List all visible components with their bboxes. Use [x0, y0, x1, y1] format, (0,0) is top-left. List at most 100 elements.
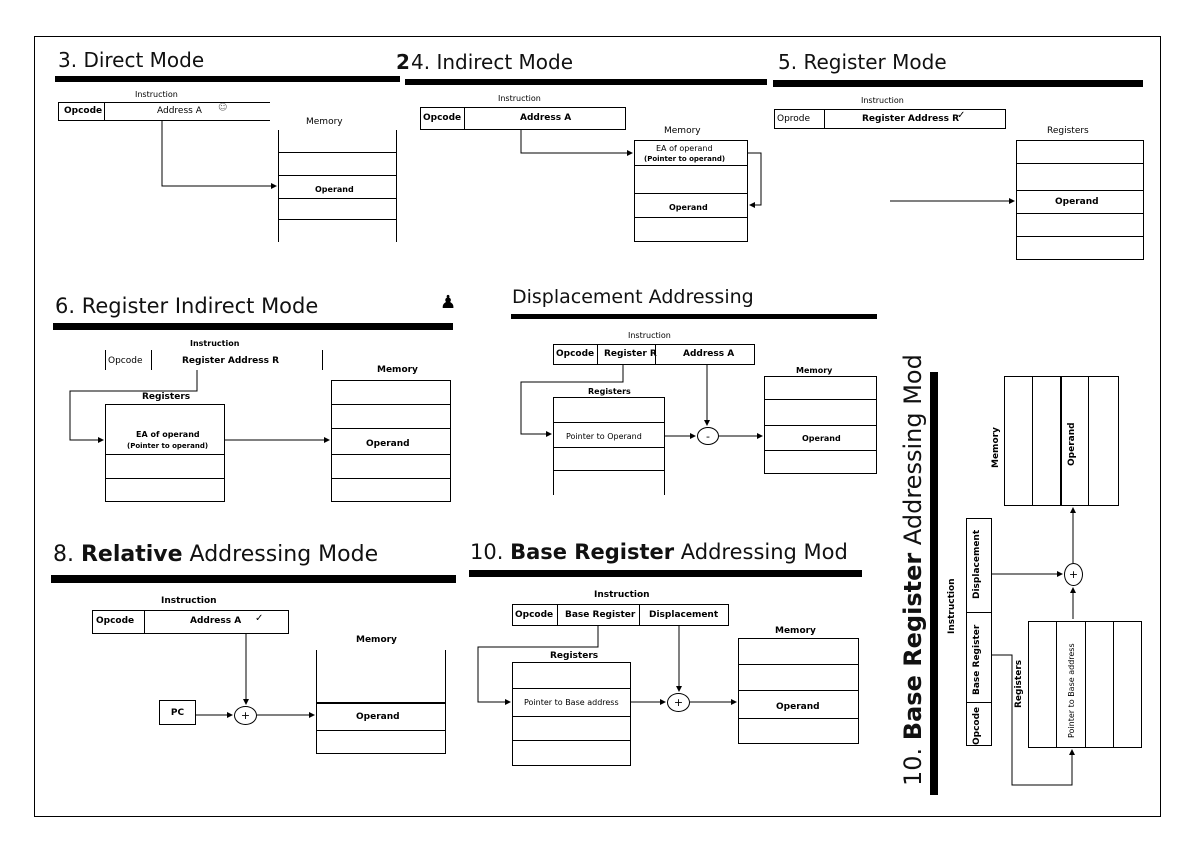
rel-operand-bottom — [316, 730, 445, 731]
direct-memory-line-2 — [278, 175, 396, 176]
register-instruction-label: Instruction — [861, 96, 904, 105]
base-vert-adder-icon: + — [1064, 563, 1083, 586]
rel-instruction-label: Instruction — [161, 596, 217, 606]
direct-operand-cell: Operand — [315, 185, 354, 194]
direct-address-field: Address A — [157, 106, 202, 116]
base-reg-line-2 — [512, 716, 631, 717]
disp-registers-label: Registers — [588, 387, 631, 396]
direct-memory-left — [278, 130, 279, 242]
reg-ind-operand-cell: Operand — [366, 439, 410, 449]
base-mem-line-1 — [738, 664, 859, 665]
relative-title: 8. Relative Addressing Mode — [53, 544, 378, 566]
base-vert-instruction-divider-2 — [966, 702, 992, 703]
disp-reg-line-2 — [553, 447, 664, 448]
indirect-address-field: Address A — [520, 113, 572, 123]
base-vert-mem-line-3 — [1088, 376, 1089, 506]
reg-ind-reg-line-1 — [105, 454, 225, 455]
register-reg-line-1 — [1016, 163, 1144, 164]
register-instruction-box — [774, 109, 1006, 129]
base-vert-displacement-field: Displacement — [972, 529, 982, 599]
direct-instruction-bottom — [58, 120, 270, 121]
relative-title-num: 8. — [53, 542, 81, 567]
disp-adder-icon: - — [697, 427, 719, 445]
direct-memory-line-1 — [278, 152, 396, 153]
base-registers-box — [512, 662, 631, 766]
reg-ind-mem-line-3 — [331, 454, 451, 455]
base-instruction-divider-2 — [639, 604, 640, 626]
base-memory-label: Memory — [775, 626, 816, 636]
disp-reg-top — [553, 397, 664, 398]
base-title-bold: Base Register — [510, 540, 675, 564]
base-vertical-title: 10. Base Register Addressing Mod — [899, 354, 927, 786]
disp-operand-cell: Operand — [802, 434, 841, 443]
direct-memory-line-4 — [278, 219, 396, 220]
register-reg-line-3 — [1016, 213, 1144, 214]
disp-mem-line-1 — [764, 399, 877, 400]
reg-ind-instruction-right — [322, 350, 323, 370]
base-vert-reg-line-3 — [1113, 621, 1114, 748]
base-vert-reg-line-1 — [1056, 621, 1057, 748]
register-registers-label: Registers — [1047, 126, 1089, 136]
base-vert-title-rest: Addressing Mod — [899, 354, 927, 553]
reg-ind-pointer-label: (Pointer to operand) — [127, 442, 209, 450]
base-mem-line-3 — [738, 718, 859, 719]
reg-ind-mem-line-2 — [331, 428, 451, 429]
reg-ind-instruction-left — [105, 350, 106, 370]
rel-memory-label: Memory — [356, 635, 397, 645]
reg-ind-memory-box — [331, 380, 451, 502]
indirect-instruction-label: Instruction — [498, 94, 541, 103]
indirect-operand-cell: Operand — [669, 203, 708, 212]
indirect-slide-number-fragment: 2 — [396, 50, 410, 74]
base-mem-line-2 — [738, 690, 859, 691]
base-vert-instruction-divider-1 — [966, 612, 992, 613]
base-adder-icon: + — [667, 693, 690, 712]
displacement-title-underline — [511, 314, 877, 319]
base-registers-label: Registers — [550, 651, 599, 661]
disp-instruction-divider-1 — [597, 344, 598, 365]
base-vert-register-field: Base Register — [972, 624, 982, 695]
direct-title-underline — [55, 76, 400, 82]
base-pointer-cell: Pointer to Base address — [524, 698, 619, 707]
disp-memory-label: Memory — [796, 366, 833, 375]
rel-opcode-field: Opcode — [96, 616, 135, 626]
rel-address-field: Address A — [190, 616, 242, 626]
base-vert-reg-line-2 — [1085, 621, 1086, 748]
base-vert-instruction-box — [966, 518, 992, 746]
rel-pc-box: PC — [159, 700, 196, 725]
base-vert-mem-line-2 — [1060, 376, 1062, 506]
disp-address-field: Address A — [683, 349, 735, 359]
register-registers-box — [1016, 140, 1144, 260]
base-memory-box — [738, 638, 859, 744]
disp-register-field: Register R — [604, 349, 657, 359]
disp-pointer-cell: Pointer to Operand — [566, 432, 642, 441]
base-instruction-label: Instruction — [594, 590, 650, 600]
base-vert-instruction-label: Instruction — [947, 578, 957, 634]
direct-memory-label: Memory — [306, 117, 343, 127]
direct-instruction-label: Instruction — [135, 90, 178, 99]
disp-instruction-label: Instruction — [628, 331, 671, 340]
indirect-opcode-field: Opcode — [423, 113, 462, 123]
indirect-memory-box — [634, 140, 748, 242]
reg-ind-registers-label: Registers — [142, 392, 191, 402]
indirect-instruction-box — [420, 107, 626, 130]
register-address-field: Register Address R — [862, 114, 960, 124]
rel-operand-top — [316, 702, 445, 704]
register-indirect-person-icon: ♟ — [440, 292, 457, 313]
reg-ind-mem-line-4 — [331, 478, 451, 479]
rel-memory-bottom — [316, 753, 445, 754]
rel-adder-icon: + — [234, 706, 257, 725]
disp-opcode-field: Opcode — [556, 349, 595, 359]
register-indirect-title-underline — [53, 323, 453, 330]
base-displacement-field: Displacement — [649, 610, 719, 620]
register-reg-line-2 — [1016, 190, 1144, 191]
base-vert-mem-line-1 — [1032, 376, 1033, 506]
base-vert-operand-cell: Operand — [1067, 422, 1077, 466]
indirect-memory-line-1 — [634, 165, 748, 166]
disp-reg-line-1 — [553, 422, 664, 423]
rel-memory-right — [445, 650, 446, 754]
register-indirect-title: 6. Register Indirect Mode — [55, 294, 319, 318]
base-reg-line-3 — [512, 740, 631, 741]
base-vert-pointer-cell: Pointer to Base address — [1067, 643, 1076, 738]
direct-memory-line-3 — [278, 198, 396, 199]
